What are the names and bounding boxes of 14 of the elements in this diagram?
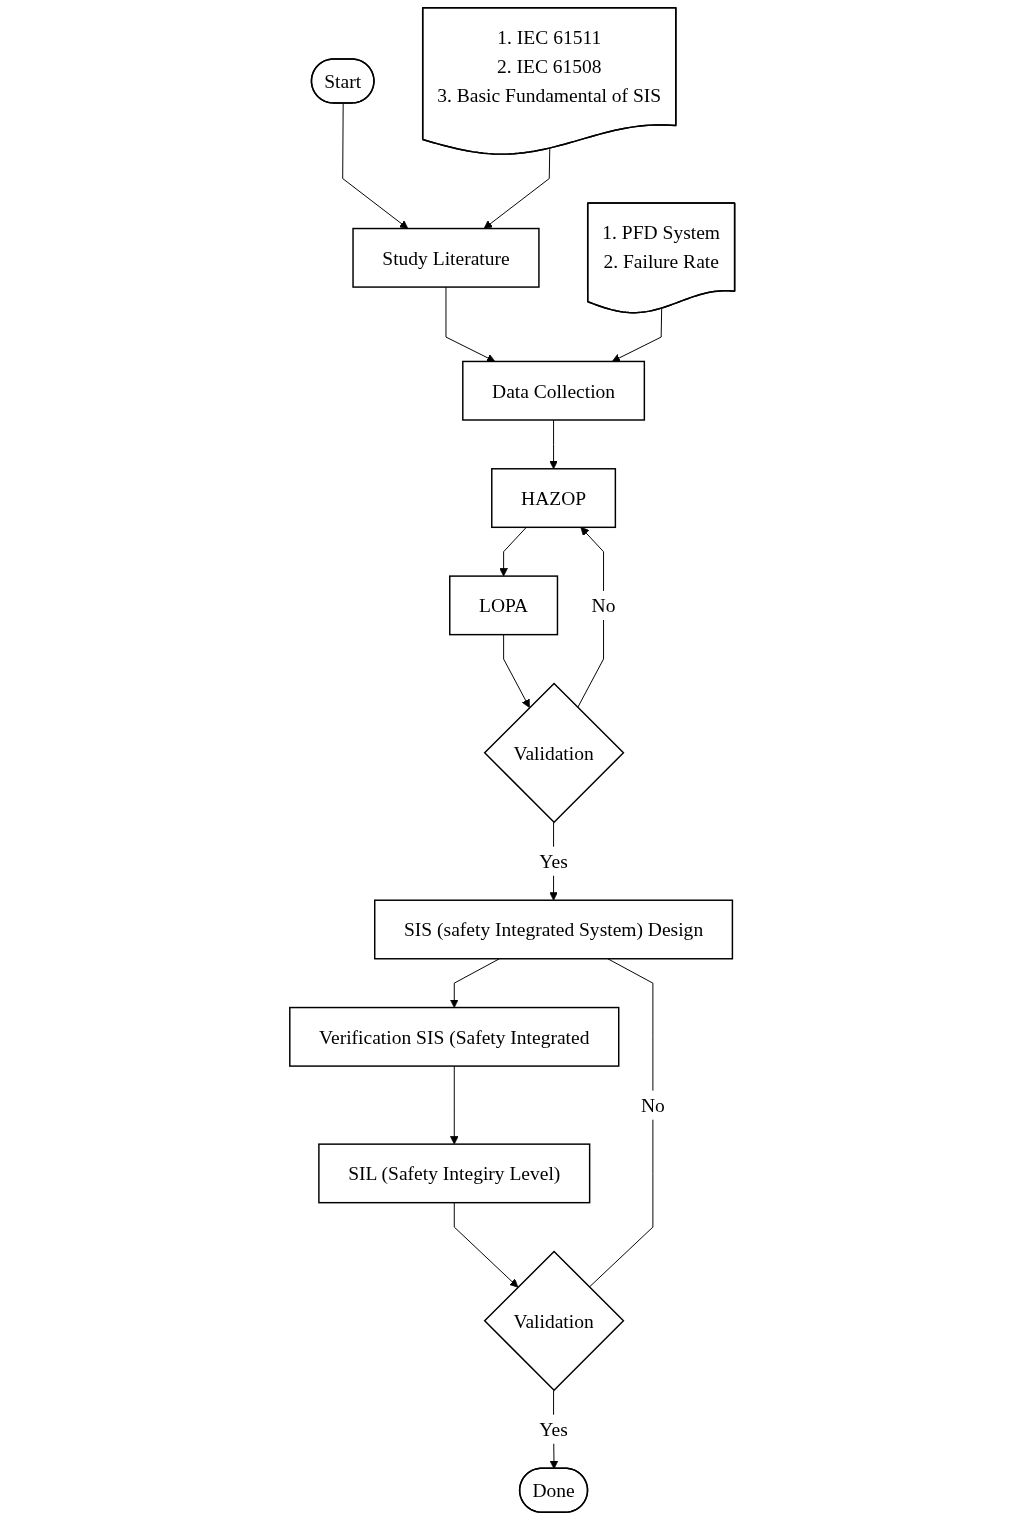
connector — [588, 958, 654, 1288]
node-diamond: Validation — [483, 682, 625, 824]
node-box: Study Literature — [352, 227, 540, 288]
node-box: HAZOP — [490, 468, 616, 529]
node-diamond: Validation — [483, 1250, 625, 1392]
edge-label: No — [591, 594, 616, 617]
node-box: Verification SIS (Safety Integrated — [288, 1006, 620, 1067]
node-box: SIS (safety Integrated System) Design — [373, 899, 733, 960]
edge-label: Yes — [539, 1418, 568, 1440]
node-box: LOPA — [448, 575, 558, 636]
edge-label: Yes — [539, 850, 568, 872]
node-box: Data Collection — [461, 360, 645, 421]
edge-label: No — [640, 1094, 665, 1116]
node-box: SIL (Safety Integiry Level) — [317, 1143, 591, 1204]
